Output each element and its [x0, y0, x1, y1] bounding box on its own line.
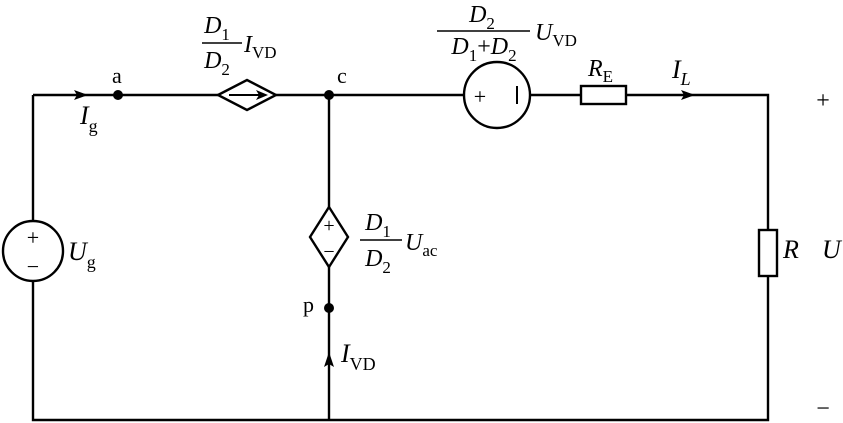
- il-label: IL: [671, 55, 691, 89]
- output-minus-sign: −: [816, 396, 830, 422]
- resistor-r-body: [757, 228, 779, 278]
- dependent-voltage-source-diamond: [308, 204, 350, 270]
- voltage-source-ug-circle: [1, 219, 65, 283]
- ccs-numerator: D1: [203, 13, 230, 44]
- il-arrow-icon: [681, 90, 695, 100]
- ivd-label: IVD: [340, 339, 376, 374]
- ivd-arrow-icon: [324, 352, 334, 367]
- cvs-vert-plus-sign: +: [323, 215, 334, 237]
- cvs-vert-numerator: D1: [364, 210, 391, 241]
- ccs-denominator: D2: [203, 48, 230, 79]
- cvs-top-plus-sign: +: [474, 84, 486, 109]
- current-ivd: IVD: [324, 339, 376, 374]
- ccs-arrow-icon: [256, 90, 268, 100]
- wires: [31, 93, 770, 422]
- cvs-vert-variable: Uac: [405, 230, 438, 260]
- node-a-label: a: [112, 63, 122, 88]
- resistor-r: R: [757, 228, 799, 278]
- ig-label: Ig: [79, 101, 98, 136]
- current-il: IL: [671, 55, 695, 100]
- ug-label: Ug: [68, 237, 96, 272]
- voltage-source-ug: + − Ug: [1, 219, 96, 283]
- node-c-label: c: [337, 63, 347, 88]
- resistor-re-body: [579, 84, 628, 106]
- cvs-top-denominator: D1+D2: [450, 34, 516, 65]
- dependent-voltage-source-vertical: + − D1 D2 Uac: [308, 204, 438, 277]
- cvs-vert-minus-sign: −: [323, 241, 334, 263]
- ug-plus-sign: +: [27, 225, 39, 250]
- cvs-top-circle: [462, 60, 532, 130]
- re-label: RE: [587, 56, 613, 86]
- node-p-label: p: [303, 292, 314, 317]
- cvs-top-numerator: D2: [468, 2, 495, 33]
- ig-arrow-icon: [74, 90, 88, 100]
- outer-loop-wire: [31, 93, 770, 422]
- ccs-variable: IVD: [243, 32, 277, 62]
- r-label: R: [782, 235, 799, 264]
- resistor-re: RE: [579, 56, 628, 106]
- node-p-dot: [324, 303, 334, 313]
- node-c-dot: [324, 90, 334, 100]
- cvs-top-variable: UVD: [535, 20, 577, 50]
- ug-minus-sign: −: [27, 254, 39, 279]
- output-plus-sign: +: [816, 88, 830, 114]
- current-ig: Ig: [74, 90, 98, 136]
- output-voltage-label: U: [822, 235, 843, 264]
- dependent-current-source: D1 D2 IVD: [202, 13, 279, 112]
- node-a-dot: [113, 90, 123, 100]
- cvs-vert-denominator: D2: [364, 246, 391, 277]
- dependent-voltage-source-top: + D2 D1+D2 UVD: [437, 2, 577, 130]
